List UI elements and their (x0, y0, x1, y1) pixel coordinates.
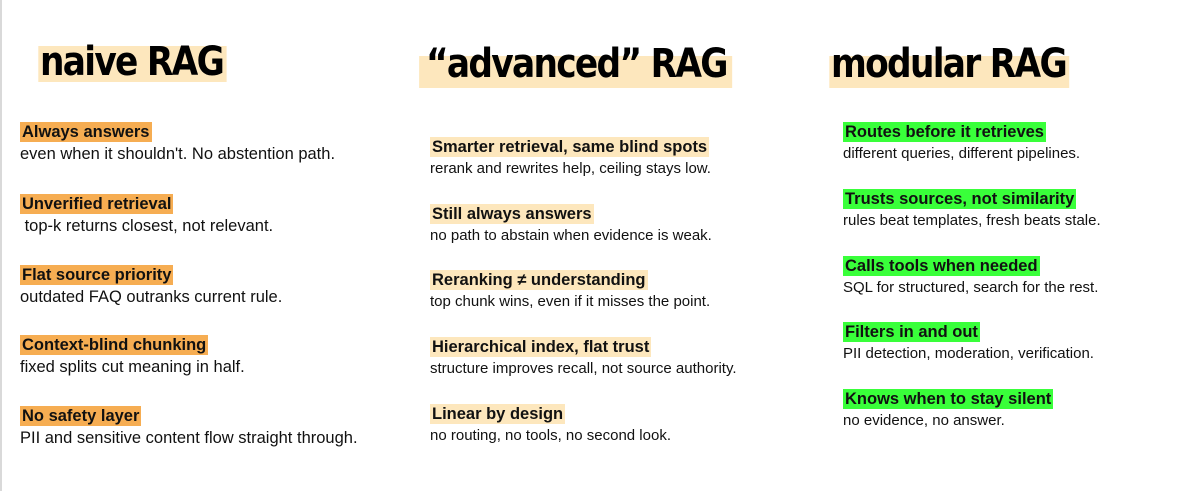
item-description: top chunk wins, even if it misses the po… (430, 293, 711, 310)
list-item: Trusts sources, not similarity rules bea… (843, 189, 1101, 231)
item-label: Always answers (20, 122, 152, 142)
item-description: fixed splits cut meaning in half. (20, 358, 245, 376)
item-description: outdated FAQ outranks current rule. (20, 288, 283, 306)
list-item: No safety layer PII and sensitive conten… (20, 406, 358, 448)
column-title: “advanced” RAG (419, 41, 732, 88)
item-description: PII detection, moderation, verification. (843, 345, 1094, 362)
item-label: Trusts sources, not similarity (843, 189, 1077, 209)
item-label: Calls tools when needed (843, 256, 1040, 276)
item-label: Reranking ≠ understanding (430, 270, 648, 290)
title-highlight (419, 56, 732, 88)
item-description: top-k returns closest, not relevant. (20, 217, 274, 235)
item-label: Routes before it retrieves (843, 122, 1046, 142)
item-description: rules beat templates, fresh beats stale. (843, 212, 1101, 229)
item-label: No safety layer (20, 406, 142, 426)
list-item: Still always answers no path to abstain … (430, 204, 712, 246)
item-label: Still always answers (430, 204, 594, 224)
item-label: Flat source priority (20, 265, 174, 285)
title-highlight (38, 46, 227, 82)
list-item: Calls tools when needed SQL for structur… (843, 256, 1098, 298)
column-title: naive RAG (38, 39, 227, 85)
title-highlight (829, 56, 1070, 88)
item-description: even when it shouldn't. No abstention pa… (20, 145, 336, 163)
list-item: Filters in and out PII detection, modera… (843, 322, 1094, 364)
title-text: modular RAG (831, 41, 1068, 87)
item-label: Unverified retrieval (20, 194, 174, 214)
list-item: Routes before it retrieves different que… (843, 122, 1080, 164)
item-label: Knows when to stay silent (843, 389, 1054, 409)
item-label: Context-blind chunking (20, 335, 209, 355)
item-description: no path to abstain when evidence is weak… (430, 227, 712, 244)
item-label: Hierarchical index, flat trust (430, 337, 652, 357)
item-description: rerank and rewrites help, ceiling stays … (430, 160, 711, 177)
item-description: PII and sensitive content flow straight … (20, 429, 358, 447)
list-item: Unverified retrieval top-k returns close… (20, 194, 273, 236)
list-item: Smarter retrieval, same blind spots rera… (430, 137, 711, 179)
item-description: different queries, different pipelines. (843, 145, 1081, 162)
list-item: Flat source priority outdated FAQ outran… (20, 265, 282, 307)
title-text: “advanced” RAG (426, 41, 728, 87)
list-item: Hierarchical index, flat trust structure… (430, 337, 737, 379)
title-text: naive RAG (40, 39, 225, 85)
column-title: modular RAG (829, 41, 1070, 88)
item-label: Filters in and out (843, 322, 980, 342)
item-description: SQL for structured, search for the rest. (843, 279, 1099, 296)
item-description: no routing, no tools, no second look. (430, 427, 671, 444)
list-item: Knows when to stay silent no evidence, n… (843, 389, 1054, 431)
left-border (0, 0, 2, 491)
item-description: no evidence, no answer. (843, 412, 1005, 429)
list-item: Reranking ≠ understanding top chunk wins… (430, 270, 710, 312)
list-item: Linear by design no routing, no tools, n… (430, 404, 671, 446)
item-label: Smarter retrieval, same blind spots (430, 137, 710, 157)
list-item: Context-blind chunking fixed splits cut … (20, 335, 245, 377)
list-item: Always answers even when it shouldn't. N… (20, 122, 335, 164)
item-label: Linear by design (430, 404, 566, 424)
item-description: structure improves recall, not source au… (430, 360, 737, 377)
